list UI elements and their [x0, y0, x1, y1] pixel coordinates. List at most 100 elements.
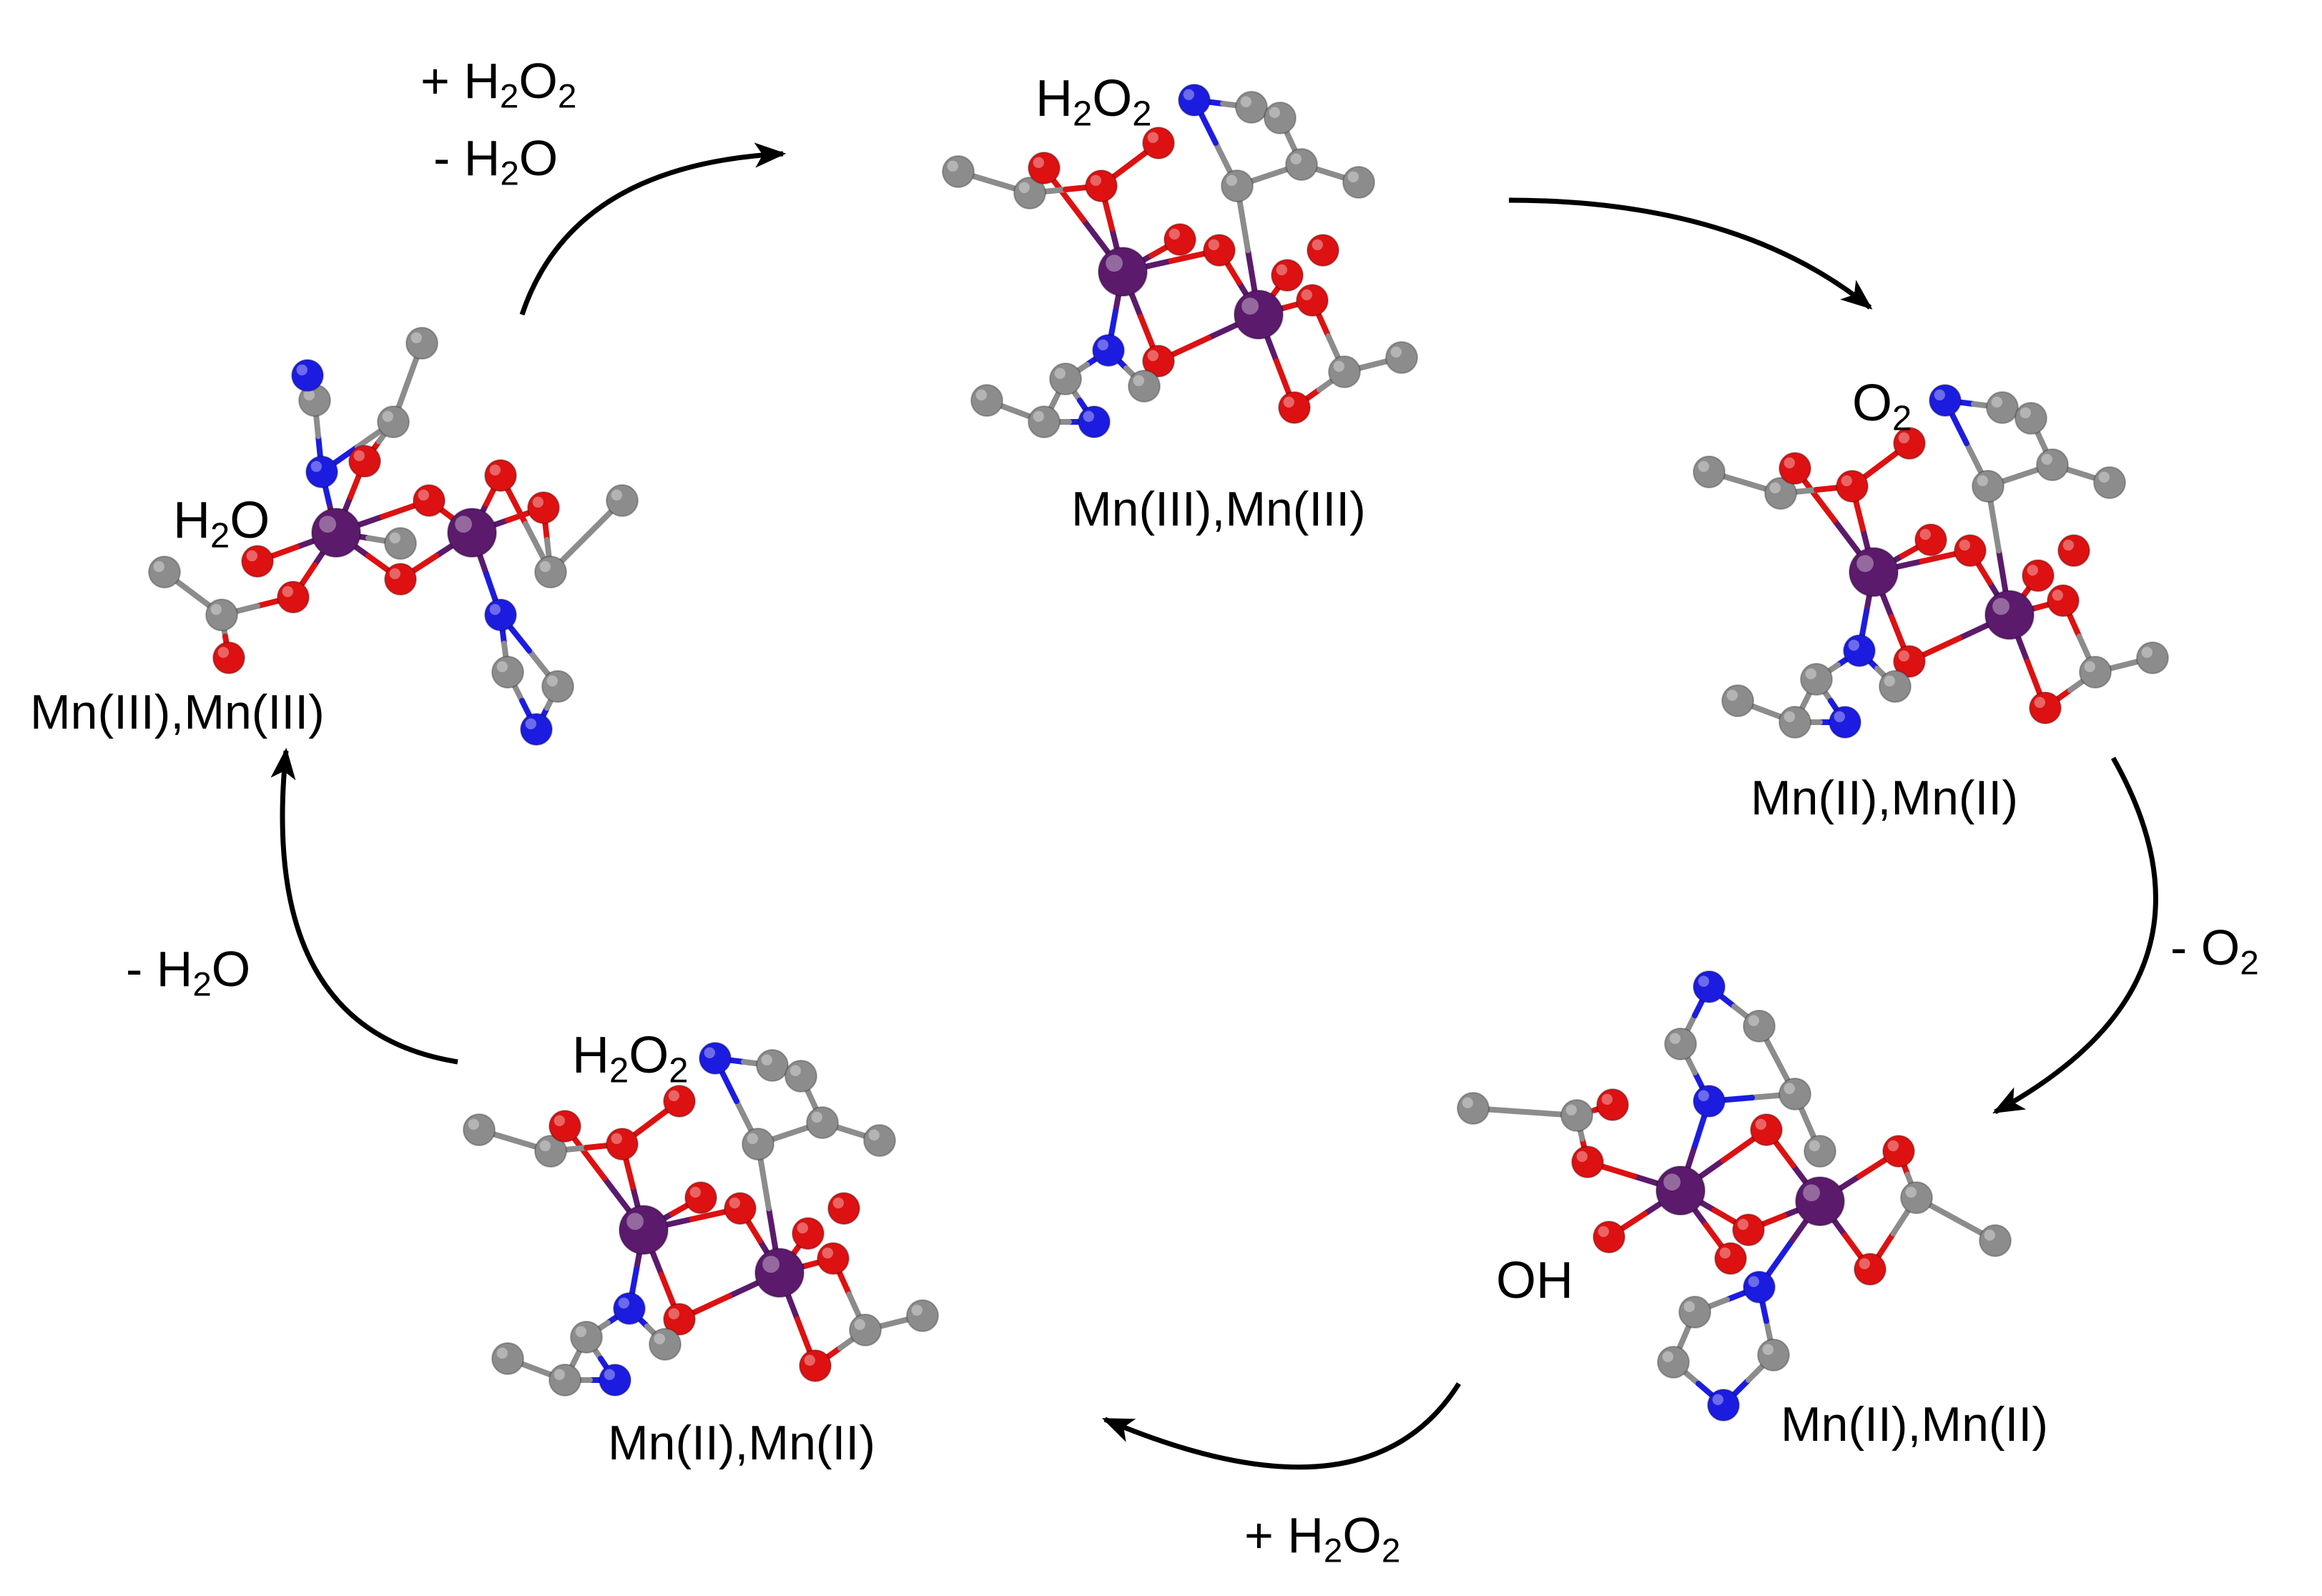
- molecule-complex-4-atom-c-24: [1757, 1339, 1790, 1371]
- molecule-complex-2-atom-mn-1: [1234, 290, 1284, 340]
- molecule-complex-1-atom-c-23: [384, 527, 417, 560]
- molecule-complex-3-atom-highlight-25: [2020, 407, 2031, 418]
- molecule-complex-5-atom-highlight-22: [747, 1133, 759, 1145]
- molecule-complex-5-atom-c-11: [534, 1135, 567, 1168]
- arrow-left: [270, 747, 458, 1065]
- molecule-complex-1-atom-o-10: [212, 641, 245, 674]
- molecule-complex-4-atom-n-23: [1707, 1389, 1740, 1422]
- molecule-complex-2-atom-c-19: [1128, 370, 1161, 403]
- complex-4-oxidation-label: Mn(II),Mn(II): [1781, 1397, 2048, 1452]
- molecule-complex-1-atom-o-7: [527, 491, 560, 524]
- molecule-complex-4-atom-c-11: [1457, 1092, 1490, 1125]
- molecule-complex-2-atom-o-5: [1203, 234, 1236, 267]
- molecule-complex-4-atom-c-18: [1900, 1181, 1933, 1214]
- molecule-complex-5-atom-highlight-27: [911, 1304, 923, 1316]
- molecule-complex-5-atom-highlight-17: [554, 1369, 565, 1381]
- molecule-complex-3-atom-c-23: [2036, 448, 2069, 481]
- molecule-complex-5-atom-highlight-18: [496, 1347, 508, 1359]
- molecule-complex-3-atom-highlight-7: [1898, 650, 1909, 661]
- molecule-complex-2-atom-highlight-7: [1147, 350, 1159, 361]
- molecule-complex-5-atom-highlight-1: [762, 1256, 779, 1273]
- molecule-complex-5-atom-highlight-21: [704, 1047, 715, 1059]
- molecule-complex-1-atom-c-17: [534, 556, 567, 588]
- molecule-complex-2-atom-o-8: [1296, 284, 1329, 317]
- molecule-complex-3-atom-o-2: [1836, 470, 1869, 503]
- molecule-complex-2-atom-n-14: [1092, 334, 1125, 367]
- molecule-complex-1-atom-n-19: [484, 598, 517, 631]
- molecule-complex-4-atom-highlight-9: [1565, 1104, 1577, 1116]
- molecule-complex-3-atom-highlight-11: [1769, 482, 1781, 493]
- molecule-complex-1-atom-c-11: [148, 556, 181, 588]
- molecule-complex-5-atom-highlight-2: [611, 1133, 622, 1145]
- molecule-complex-5-atom-o-4: [684, 1181, 717, 1214]
- molecule-complex-2-atom-highlight-3: [1147, 132, 1159, 143]
- molecule-complex-2-atom-c-11: [1013, 177, 1046, 210]
- molecule-complex-4-atom-c-15: [1743, 1010, 1776, 1043]
- molecule-complex-1-atom-mn-0: [311, 508, 361, 558]
- molecule-complex-5-atom-c-26: [849, 1314, 882, 1346]
- molecule-complex-5-atom-highlight-7: [668, 1308, 679, 1320]
- molecule-complex-2-atom-highlight-12: [1033, 157, 1045, 168]
- molecule-complex-4-atom-highlight-16: [1784, 1083, 1795, 1095]
- molecule-complex-3-atom-highlight-10: [2062, 539, 2074, 551]
- molecule-complex-2-atom-highlight-2: [1090, 174, 1102, 186]
- molecule-complex-5-atom-n-16: [599, 1364, 631, 1396]
- molecule-complex-1-atom-highlight-15: [382, 410, 393, 422]
- molecule-complex-5-atom-c-13: [463, 1113, 496, 1146]
- molecule-complex-5-atom-highlight-0: [626, 1213, 644, 1230]
- molecule-complex-1-atom-o-5: [413, 484, 446, 517]
- molecule-complex-5-atom-o-9: [799, 1349, 832, 1382]
- molecule-complex-3-atom-o-7: [1893, 645, 1926, 678]
- molecule-complex-3-atom-highlight-8: [2052, 589, 2063, 601]
- molecule-complex-2-atom-highlight-21: [1183, 89, 1195, 100]
- molecule-complex-1-atom-highlight-2: [246, 550, 257, 561]
- molecule-complex-3-atom-c-27: [2136, 641, 2169, 674]
- molecule-complex-5-atom-highlight-6: [797, 1222, 809, 1234]
- step-label-remove-o2: - O2: [2170, 920, 2259, 982]
- step-label-add-h2o2-bottom: + H2O2: [1244, 1507, 1401, 1570]
- molecule-complex-2-atom-highlight-1: [1241, 297, 1259, 315]
- molecule-complex-5-atom-highlight-3: [668, 1090, 679, 1102]
- molecule-complex-2-atom-highlight-9: [1283, 396, 1295, 408]
- molecule-complex-3-atom-n-21: [1929, 384, 1962, 417]
- molecule-complex-3-atom-highlight-2: [1841, 475, 1852, 486]
- molecule-complex-2-atom-c-15: [1049, 363, 1082, 395]
- molecule-complex-1-atom-highlight-7: [532, 496, 543, 508]
- molecule-complex-1-atom-highlight-17: [539, 561, 551, 572]
- molecule-complex-4-atom-highlight-11: [1462, 1097, 1473, 1109]
- molecule-complex-3-atom-n-14: [1843, 634, 1876, 667]
- molecule-complex-4-atom-highlight-0: [1663, 1173, 1681, 1191]
- molecule-complex-2-atom-highlight-19: [1133, 375, 1145, 386]
- molecule-complex-5-atom-highlight-11: [539, 1140, 551, 1152]
- molecule-complex-3-atom-o-8: [2047, 584, 2080, 617]
- molecule-complex-1-atom-highlight-0: [319, 516, 336, 533]
- molecule-complex-3-atom-c-20: [1986, 391, 2019, 424]
- molecule-complex-2-atom-highlight-26: [1333, 360, 1345, 372]
- molecule-complex-1-atom-highlight-8: [282, 586, 293, 597]
- molecule-complex-2-atom-c-23: [1285, 148, 1318, 181]
- molecule-complex-2-atom-o-7: [1142, 345, 1175, 378]
- molecule-complex-3-atom-highlight-0: [1856, 555, 1874, 572]
- complex-5-ligand-label: H2O2: [572, 1027, 689, 1090]
- molecule-complex-3-atom-c-25: [2014, 402, 2047, 435]
- molecule-complex-5-atom-mn-0: [619, 1205, 669, 1255]
- molecule-complex-2-atom-highlight-16: [1083, 410, 1095, 422]
- molecule-complex-5-atom-c-15: [570, 1321, 603, 1354]
- complex-3-ligand-label: O2: [1852, 375, 1912, 438]
- molecule-complex-3-atom-c-26: [2079, 656, 2112, 689]
- molecule-complex-1-atom-highlight-14: [296, 364, 308, 375]
- molecule-complex-2-atom-highlight-22: [1226, 174, 1238, 186]
- molecule-complex-5-atom-highlight-12: [554, 1115, 565, 1127]
- molecule-complex-4-atom-highlight-20: [1748, 1276, 1759, 1288]
- molecule-complex-3-atom-highlight-13: [1698, 460, 1709, 472]
- molecule-complex-4-atom-highlight-7: [1859, 1258, 1870, 1270]
- molecule-complex-5-atom-c-22: [742, 1128, 774, 1161]
- molecule-complex-4-atom-c-13: [1664, 1028, 1697, 1060]
- molecule-complex-3-atom-highlight-1: [1992, 598, 2010, 615]
- molecule-complex-5-atom-o-7: [663, 1303, 696, 1336]
- molecule-complex-3-atom-o-5: [1954, 534, 1987, 567]
- molecule-complex-3-atom-highlight-17: [1784, 711, 1795, 722]
- molecule-complex-2-atom-mn-0: [1098, 247, 1148, 297]
